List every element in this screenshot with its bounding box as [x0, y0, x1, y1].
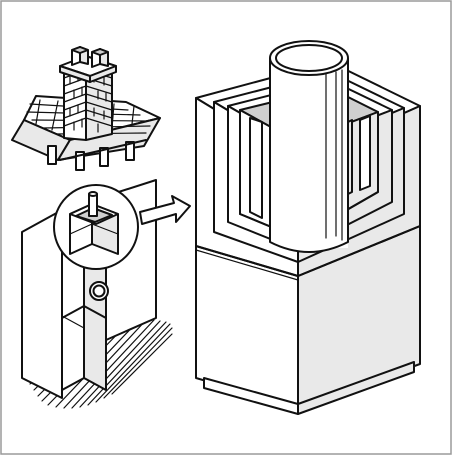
left-wall [21, 209, 63, 399]
right-arrow-icon [139, 195, 191, 225]
thimble-inner [92, 284, 106, 298]
chimney-column [61, 237, 107, 391]
flue-liner-pipe [269, 40, 349, 253]
brick-chimney [59, 46, 117, 141]
detail-panel [195, 40, 421, 415]
flue-liner-small [88, 193, 98, 217]
overview-panel [11, 46, 191, 409]
chimney-block [195, 225, 421, 415]
pipe-bore [275, 44, 343, 72]
chimney-cap-small [69, 191, 119, 255]
